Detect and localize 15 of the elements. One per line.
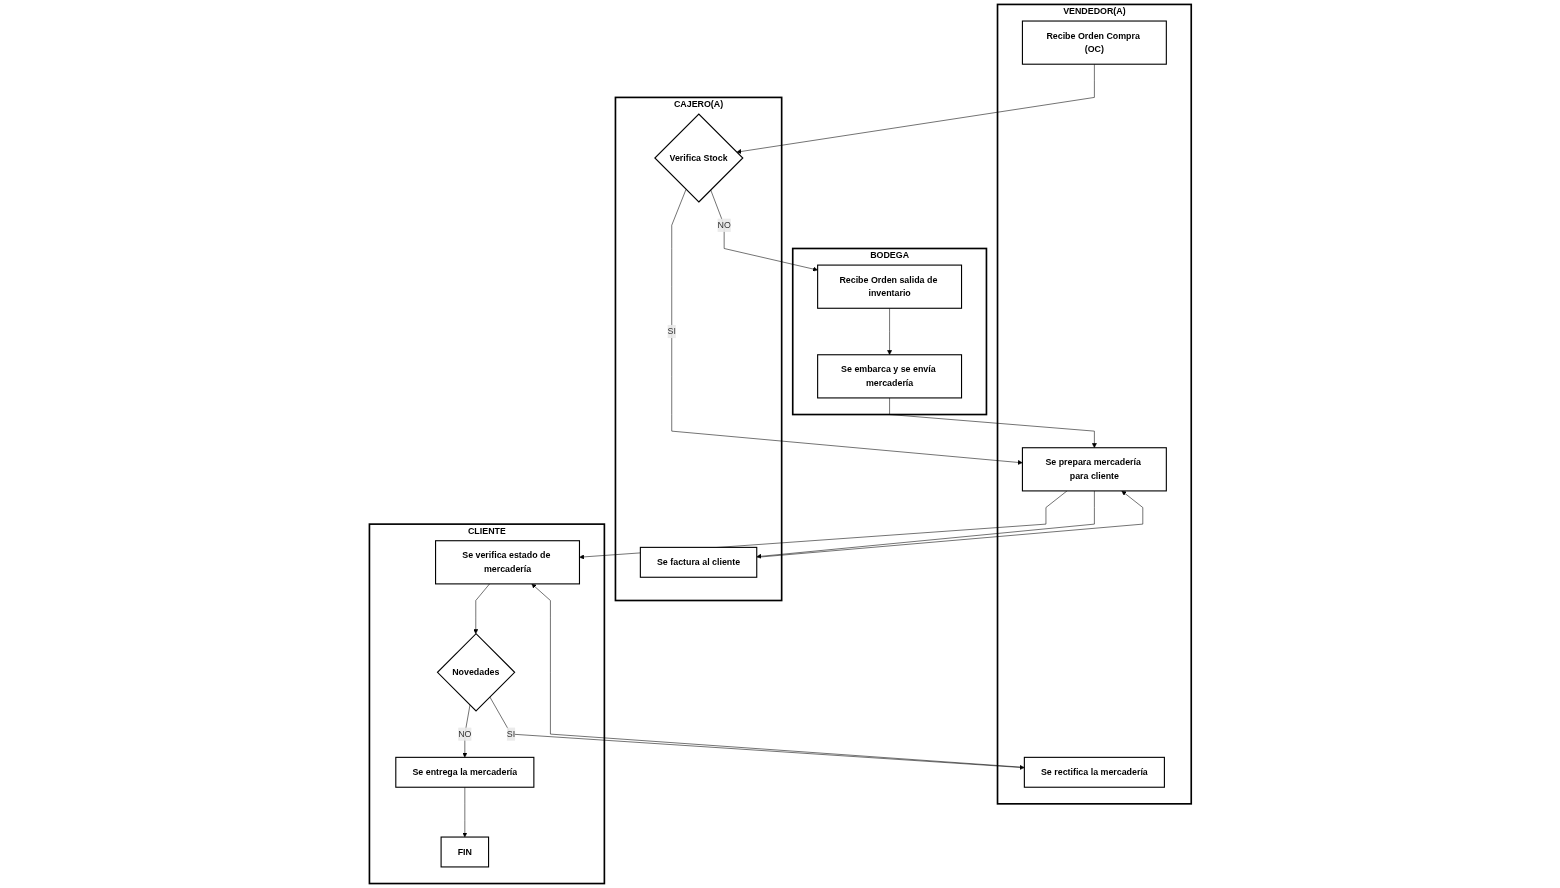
node-diamond: Verifica Stock (653, 113, 744, 203)
node-diamond: Novedades (436, 632, 516, 712)
edge-label: SI (667, 326, 676, 336)
node-box: FIN (440, 836, 489, 868)
node-box: Se entrega la mercadería (394, 756, 535, 788)
node-box: Se embarca y se envía mercadería (816, 354, 962, 399)
node-box: Se rectifica la mercadería (1023, 756, 1165, 788)
node-box: Recibe Orden Compra (OC) (1021, 20, 1167, 65)
node-box: Se verifica estado de mercadería (434, 540, 580, 585)
node-box: Se factura al cliente (639, 546, 757, 578)
node-box: Recibe Orden salida de inventario (816, 264, 962, 309)
edge-label: NO (717, 220, 731, 230)
node-box: Se prepara mercadería para cliente (1021, 447, 1167, 492)
edge-label: NO (457, 729, 472, 739)
edge-label: SI (506, 729, 515, 739)
